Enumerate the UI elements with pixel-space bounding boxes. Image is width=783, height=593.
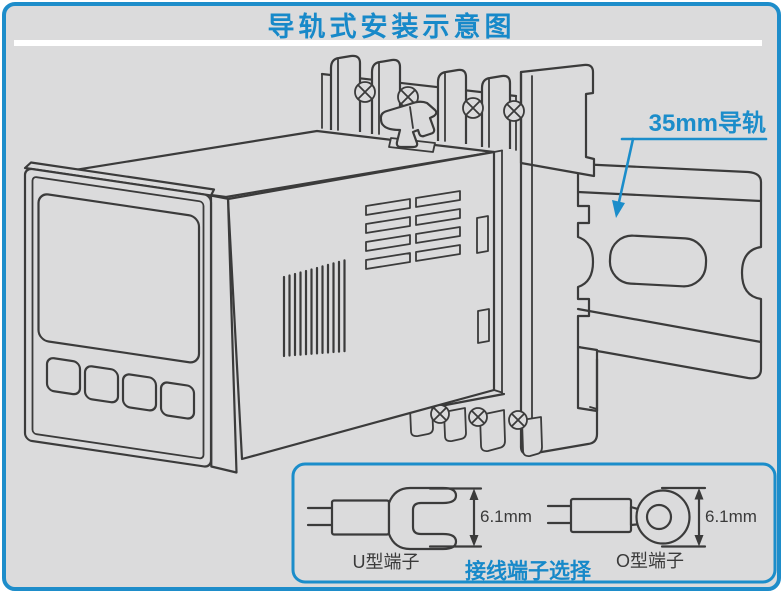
panel-button [121,373,158,412]
terminal-screw-icon [462,97,484,119]
o-terminal-drawing [546,489,691,545]
terminal-screw-icon [354,81,376,103]
inset-caption: 接线端子选择 [465,560,591,583]
rail-annotation-label: 35mm导轨 [648,110,766,137]
rail-clip-tab [576,345,599,413]
white-divider [14,40,762,46]
page-title: 导轨式安装示意图 [267,12,516,42]
rail-slot-hole [608,234,708,288]
rail-arrow-icon [612,137,768,218]
panel-button [45,357,82,396]
o-terminal-label: O型端子 [615,551,685,571]
terminal-inset-box [291,462,777,584]
display-window [37,193,201,364]
dimension-arrow-icon [428,487,483,548]
terminal-fin [436,68,468,144]
terminal-screw-icon [503,100,525,122]
terminal-block-top [320,54,525,151]
mounting-bracket [519,63,599,456]
terminal-screw-icon [468,407,488,427]
dimension-arrow-icon [660,486,707,548]
din-rail [576,162,763,413]
u-terminal-drawing [306,486,458,551]
terminal-block-bottom [396,392,543,458]
side-slot [477,308,490,344]
vent-slits [282,259,346,358]
panel-button [159,381,196,420]
u-terminal-dimension: 6.1mm [480,507,532,526]
panel-button [83,365,120,404]
u-terminal-label: U型端子 [352,552,420,572]
meter-device [23,100,503,474]
terminal-screw-icon [508,410,528,430]
vent-louvers [365,190,461,270]
o-terminal-dimension: 6.1mm [705,507,757,526]
terminal-fin [521,416,543,458]
latch-clip [379,100,438,149]
front-panel [23,161,238,474]
side-slot [476,215,489,254]
terminal-screw-icon [430,404,450,424]
